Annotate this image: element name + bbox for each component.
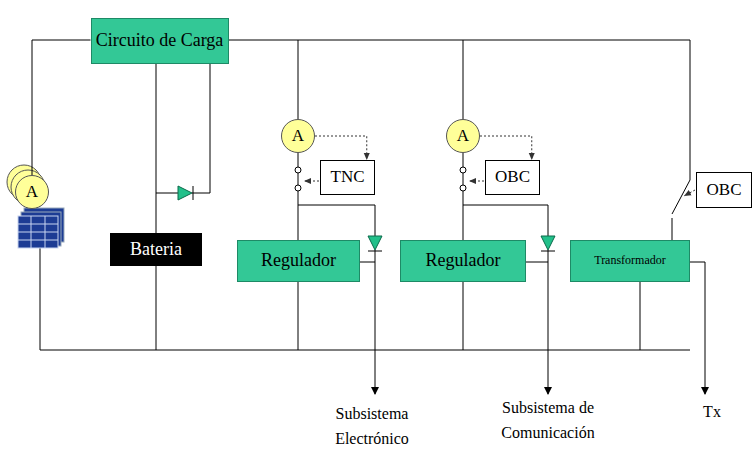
node-text: Regulador [261,251,336,271]
node-text: OBC [707,181,742,200]
ammeter-circle: A [15,175,49,209]
node-text: Regulador [426,251,501,271]
node-text: A [457,127,469,146]
regulator-box: Regulador [237,240,360,282]
node-text: OBC [495,168,530,187]
ammeter-circle: A [281,119,315,153]
node-text: A [292,127,304,146]
controller-box: OBC [485,160,540,195]
regulator-box: Regulador [400,240,526,282]
transformer-box: Transformador [570,240,690,282]
controller-box: TNC [320,160,375,195]
power-wires [40,40,705,394]
output-label: Tx [697,400,727,425]
ammeter-circle: A [446,119,480,153]
node-text: Transformador [594,254,666,267]
node-text: Circuito de Carga [96,31,224,51]
output-label: Subsistema de Comunicación [468,396,628,446]
solar-panel [18,208,64,248]
charge-circuit-box: Circuito de Carga [91,18,229,64]
node-text: TNC [331,168,365,187]
battery-box: Bateria [110,233,202,266]
node-text: A [26,183,38,202]
output-label: Subsistema Electrónico [317,402,427,452]
control-arrow [315,136,367,160]
control-arrow [480,136,532,160]
controller-box: OBC [696,172,752,208]
power-wire [156,64,157,233]
node-text: Bateria [130,240,182,260]
power-wire [32,40,91,175]
